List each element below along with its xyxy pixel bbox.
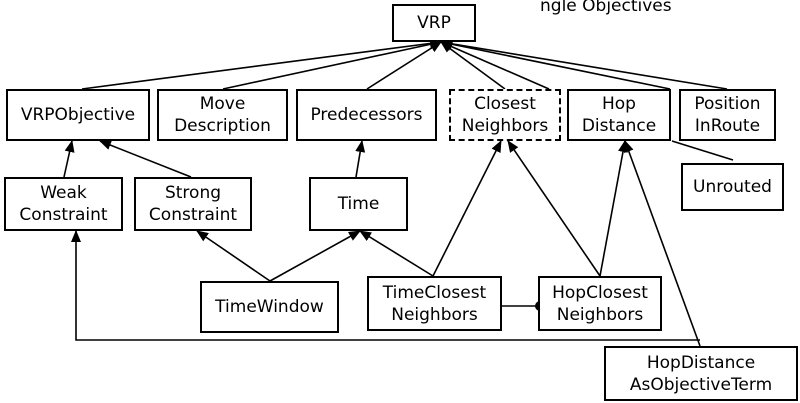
class-label-line: Unrouted xyxy=(693,177,772,197)
class-box-vrp-objective: VRPObjective xyxy=(6,89,150,141)
class-label-line: Neighbors xyxy=(556,304,644,325)
edge-hop-distance-as-objective-term-to-hop-distance xyxy=(624,140,701,347)
class-box-vrp: VRP xyxy=(392,4,476,42)
class-label-line: TimeWindow xyxy=(215,297,324,317)
edge-weak-constraint-to-vrp-objective xyxy=(63,140,75,178)
class-box-time-window: TimeWindow xyxy=(200,281,339,333)
class-label-line: Position xyxy=(694,94,761,114)
class-label-line: TimeClosest xyxy=(382,282,487,303)
class-label-line: Strong xyxy=(164,183,222,203)
edge-time-closest-neighbors-to-closest-neighbors xyxy=(432,140,502,277)
class-label-line: Predecessors xyxy=(310,105,423,125)
class-label-line: Weak xyxy=(40,183,87,203)
edge-time-window-to-strong-constraint xyxy=(196,230,271,282)
edge-hop-closest-neighbors-to-closest-neighbors xyxy=(507,140,601,277)
class-label-line: InRoute xyxy=(694,116,761,136)
class-label-line: VRPObjective xyxy=(20,105,136,125)
edge-time-to-predecessors xyxy=(355,140,366,178)
class-label-line: Distance xyxy=(581,116,657,136)
class-box-time: Time xyxy=(309,177,408,231)
class-label-line: Neighbors xyxy=(391,304,478,325)
class-label-line: Move xyxy=(199,94,246,114)
edge-hop-distance-as-objective-term-to-weak-constraint xyxy=(71,230,700,341)
class-label-line: Constraint xyxy=(19,205,108,225)
edge-time-closest-neighbors-to-time xyxy=(359,230,434,277)
edge-hop-closest-neighbors-to-hop-distance xyxy=(599,140,628,277)
class-label-line: HopClosest xyxy=(552,282,648,303)
class-label-line: HopDistance xyxy=(646,352,756,373)
class-label-line: Constraint xyxy=(148,205,238,225)
edge-hop-distance-unrouted-connector xyxy=(671,140,734,161)
class-label-line: Time xyxy=(337,194,380,214)
class-box-unrouted: Unrouted xyxy=(681,163,784,211)
class-box-predecessors: Predecessors xyxy=(296,89,437,141)
edge-strong-constraint-to-vrp-objective xyxy=(99,140,192,178)
class-label-line: AsObjectiveTerm xyxy=(629,374,773,395)
class-label-line: Description xyxy=(174,116,271,136)
diagram-title: ngle Objectives xyxy=(540,0,672,16)
class-label-line: Hop xyxy=(602,94,636,114)
class-label-line: Closest xyxy=(474,94,536,114)
edge-position-in-route-to-vrp xyxy=(440,38,728,90)
edge-hop-distance-to-vrp xyxy=(440,41,550,90)
edge-unrouted-to-vrp xyxy=(440,39,671,90)
edge-time-window-to-time xyxy=(269,230,361,282)
class-label-line: Neighbors xyxy=(461,116,549,136)
class-label-line: VRP xyxy=(417,13,451,33)
edge-vrp-objective-to-vrp xyxy=(81,38,442,90)
edge-move-description-to-vrp xyxy=(222,39,442,90)
edge-predecessors-to-vrp xyxy=(366,41,442,90)
